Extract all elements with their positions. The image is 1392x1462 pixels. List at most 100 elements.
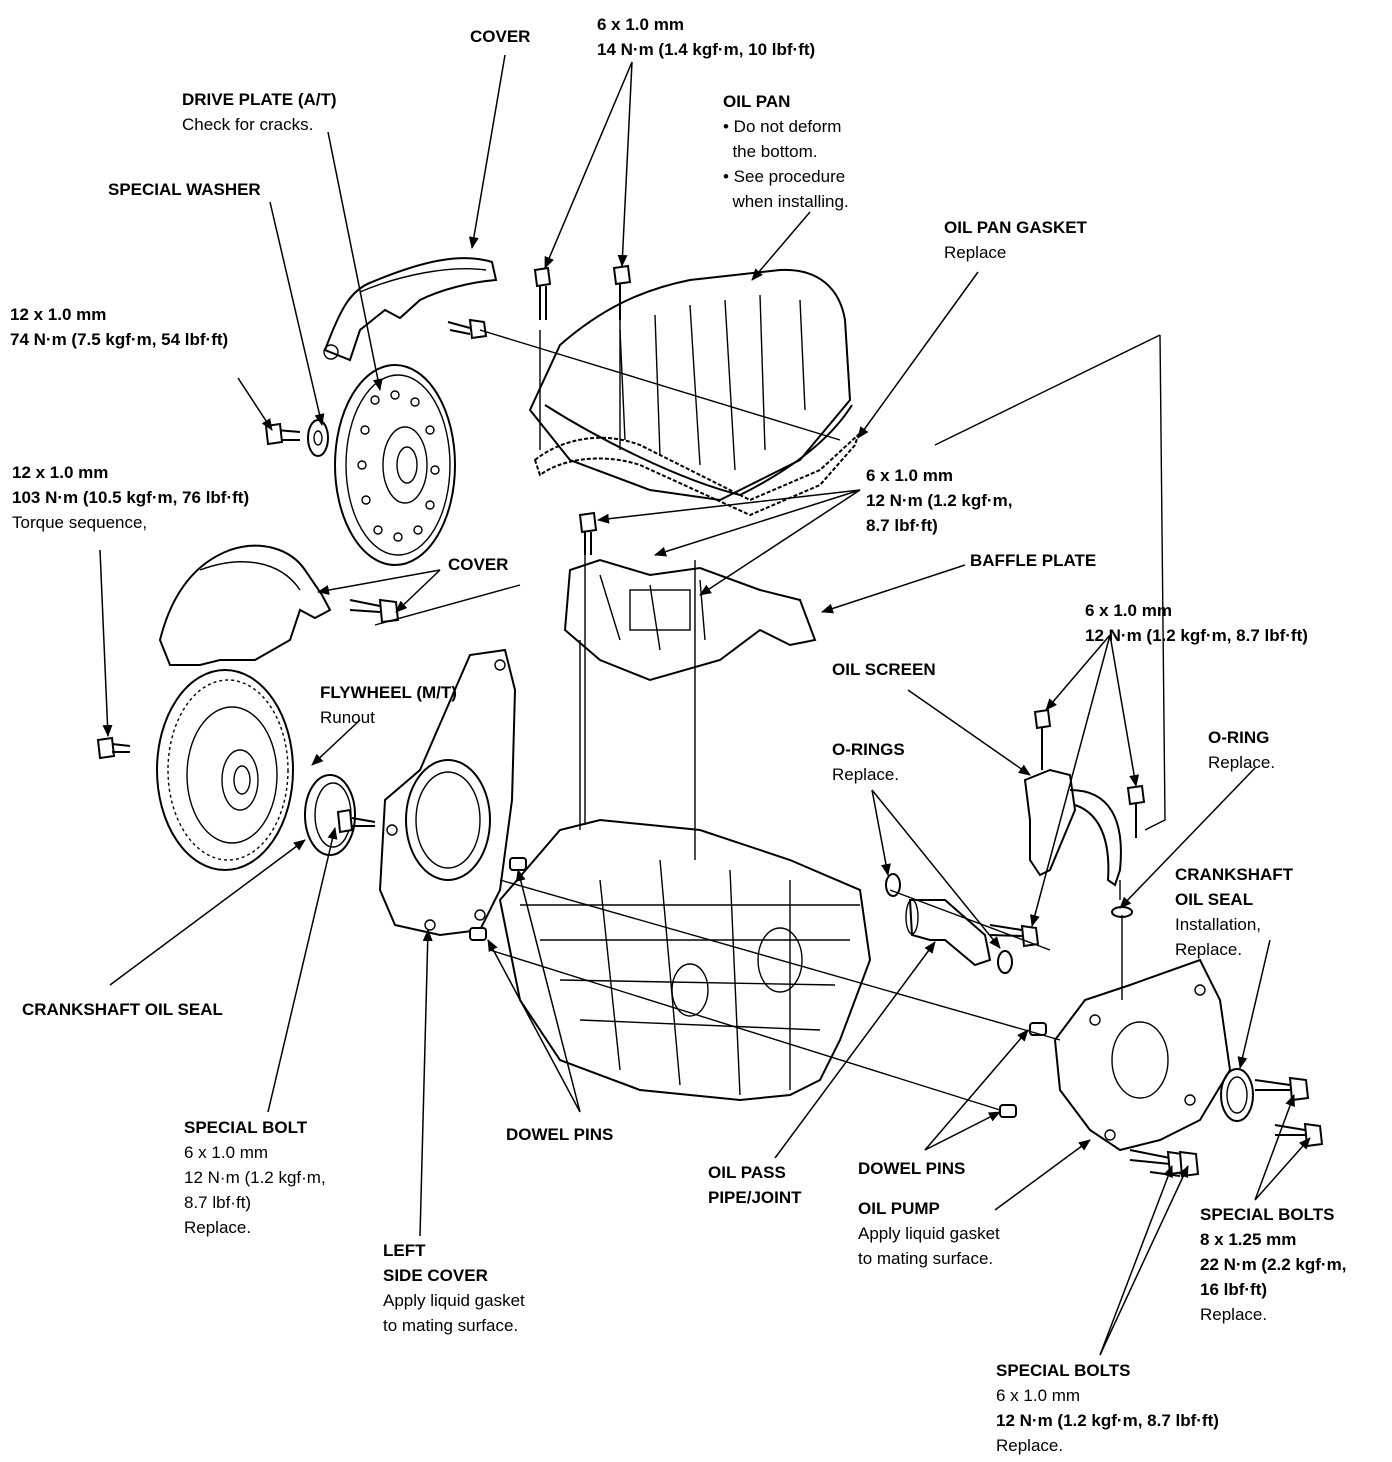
alignment-lines [374,285,1166,1111]
label-left-side-cover: LEFT SIDE COVER Apply liquid gasket to m… [383,1238,525,1338]
label-special-bolt: SPECIAL BOLT 6 x 1.0 mm 12 N·m (1.2 kgf·… [184,1115,326,1240]
label-oil-screen-bolt: 6 x 1.0 mm 12 N·m (1.2 kgf·m, 8.7 lbf·ft… [1085,598,1308,648]
label-title: OIL PAN GASKET [944,218,1087,237]
label-dowel-pins-right: DOWEL PINS [858,1156,965,1181]
label-line: the bottom. [723,142,818,161]
label-title: 12 x 1.0 mm [12,463,109,482]
engine-block-part [498,818,872,1102]
special-bolts-6-part [1129,1149,1200,1178]
label-title: LEFT [383,1241,426,1260]
label-title: CRANKSHAFT OIL SEAL [22,1000,223,1019]
bolt-drive-plate [264,422,301,446]
oil-pan-part [528,268,853,502]
bolt-drive-plate-cover [447,318,488,340]
label-baffle-plate: BAFFLE PLATE [970,548,1096,573]
label-crankshaft-oil-seal-left: CRANKSHAFT OIL SEAL [22,997,223,1022]
bolt-flywheel [96,736,131,760]
label-title: OIL PUMP [858,1199,940,1218]
label-line: 12 N·m (1.2 kgf·m, [866,491,1013,510]
oil-pan-gasket-part [533,431,861,517]
label-line: 103 N·m (10.5 kgf·m, 76 lbf·ft) [12,488,250,507]
label-oil-pan-bolt-torque: 6 x 1.0 mm 14 N·m (1.4 kgf·m, 10 lbf·ft) [597,12,815,62]
label-line: 12 N·m (1.2 kgf·m, 8.7 lbf·ft) [1085,626,1308,645]
label-title: FLYWHEEL (M/T) [320,683,457,702]
label-line: 74 N·m (7.5 kgf·m, 54 lbf·ft) [10,330,229,349]
leader-lines [99,54,1311,1356]
label-line: 12 N·m (1.2 kgf·m, [184,1168,326,1187]
label-line: to mating surface. [858,1249,994,1268]
label-line: Apply liquid gasket [383,1291,525,1310]
label-title: SPECIAL BOLTS [996,1361,1131,1380]
label-line: Apply liquid gasket [858,1224,1000,1243]
cover-upper-part [323,257,498,362]
dowel-pins-right-part [999,1022,1047,1118]
label-title: O-RING [1208,728,1270,747]
label-title: SPECIAL BOLT [184,1118,308,1137]
label-title: SPECIAL WASHER [108,180,261,199]
drive-plate-part [334,364,456,566]
dowel-pins-left-part [469,857,527,941]
label-line: • See procedure [723,167,846,186]
label-line: 8.7 lbf·ft) [184,1193,252,1212]
label-title: BAFFLE PLATE [970,551,1097,570]
label-o-ring: O-RING Replace. [1208,725,1275,775]
label-line: Replace. [184,1218,252,1237]
label-title: 6 x 1.0 mm [866,466,953,485]
special-bolts-8-part [1254,1076,1324,1148]
label-cover-top: COVER [470,24,530,49]
bolt-cover-mid [349,598,400,624]
label-line: Replace. [1208,753,1276,772]
label-line: 6 x 1.0 mm [996,1386,1081,1405]
label-title: COVER [448,555,509,574]
label-line: PIPE/JOINT [708,1188,802,1207]
oil-pump-part [1053,958,1232,1152]
label-line: • Do not deform [723,117,842,136]
label-line: 12 N·m (1.2 kgf·m, 8.7 lbf·ft) [996,1411,1219,1430]
label-o-rings: O-RINGS Replace. [832,737,905,787]
baffle-plate-part [563,558,817,682]
label-oil-pan-gasket: OIL PAN GASKET Replace [944,215,1087,265]
crankshaft-oil-seal-right-part [1220,1068,1254,1122]
label-line: Runout [320,708,375,727]
label-title: OIL PASS [708,1163,786,1182]
label-title: CRANKSHAFT [1175,865,1294,884]
label-line: Replace. [1200,1305,1268,1324]
label-flywheel: FLYWHEEL (M/T) Runout [320,680,457,730]
label-oil-screen: OIL SCREEN [832,657,936,682]
label-title: COVER [470,27,531,46]
special-washer-part [307,419,329,457]
label-baffle-bolt: 6 x 1.0 mm 12 N·m (1.2 kgf·m, 8.7 lbf·ft… [866,463,1012,538]
left-side-cover-part [378,648,517,937]
label-line: Check for cracks. [182,115,314,134]
label-title: DRIVE PLATE (A/T) [182,90,337,109]
label-title: OIL PAN [723,92,791,111]
label-line: Torque sequence, [12,513,148,532]
label-title: 6 x 1.0 mm [597,15,684,34]
label-title: DOWEL PINS [858,1159,966,1178]
label-drive-plate: DRIVE PLATE (A/T) Check for cracks. [182,87,337,137]
special-bolt-part [336,808,376,834]
label-cover-mid: COVER [448,552,508,577]
oil-screen-part [1023,708,1146,887]
oil-pass-pipe-part [905,899,992,967]
label-special-bolts-8: SPECIAL BOLTS 8 x 1.25 mm 22 N·m (2.2 kg… [1200,1202,1346,1327]
label-oil-pass-pipe: OIL PASS PIPE/JOINT [708,1160,802,1210]
o-rings-part [885,873,1013,974]
label-title: DOWEL PINS [506,1125,614,1144]
label-line: 16 lbf·ft) [1200,1280,1268,1299]
label-line: SIDE COVER [383,1266,488,1285]
flywheel-part [156,669,294,871]
label-title: 6 x 1.0 mm [1085,601,1172,620]
label-line: 8.7 lbf·ft) [866,516,938,535]
label-line: Replace. [832,765,900,784]
label-dowel-pins-left: DOWEL PINS [506,1122,613,1147]
label-line: 14 N·m (1.4 kgf·m, 10 lbf·ft) [597,40,816,59]
label-title: O-RINGS [832,740,905,759]
label-special-washer: SPECIAL WASHER [108,177,261,202]
label-line: 6 x 1.0 mm [184,1143,269,1162]
label-drive-plate-bolt: 12 x 1.0 mm 74 N·m (7.5 kgf·m, 54 lbf·ft… [10,302,228,352]
label-line: Replace. [1175,940,1243,959]
oil-pan-bolts [533,264,632,555]
label-line: Replace. [996,1436,1064,1455]
